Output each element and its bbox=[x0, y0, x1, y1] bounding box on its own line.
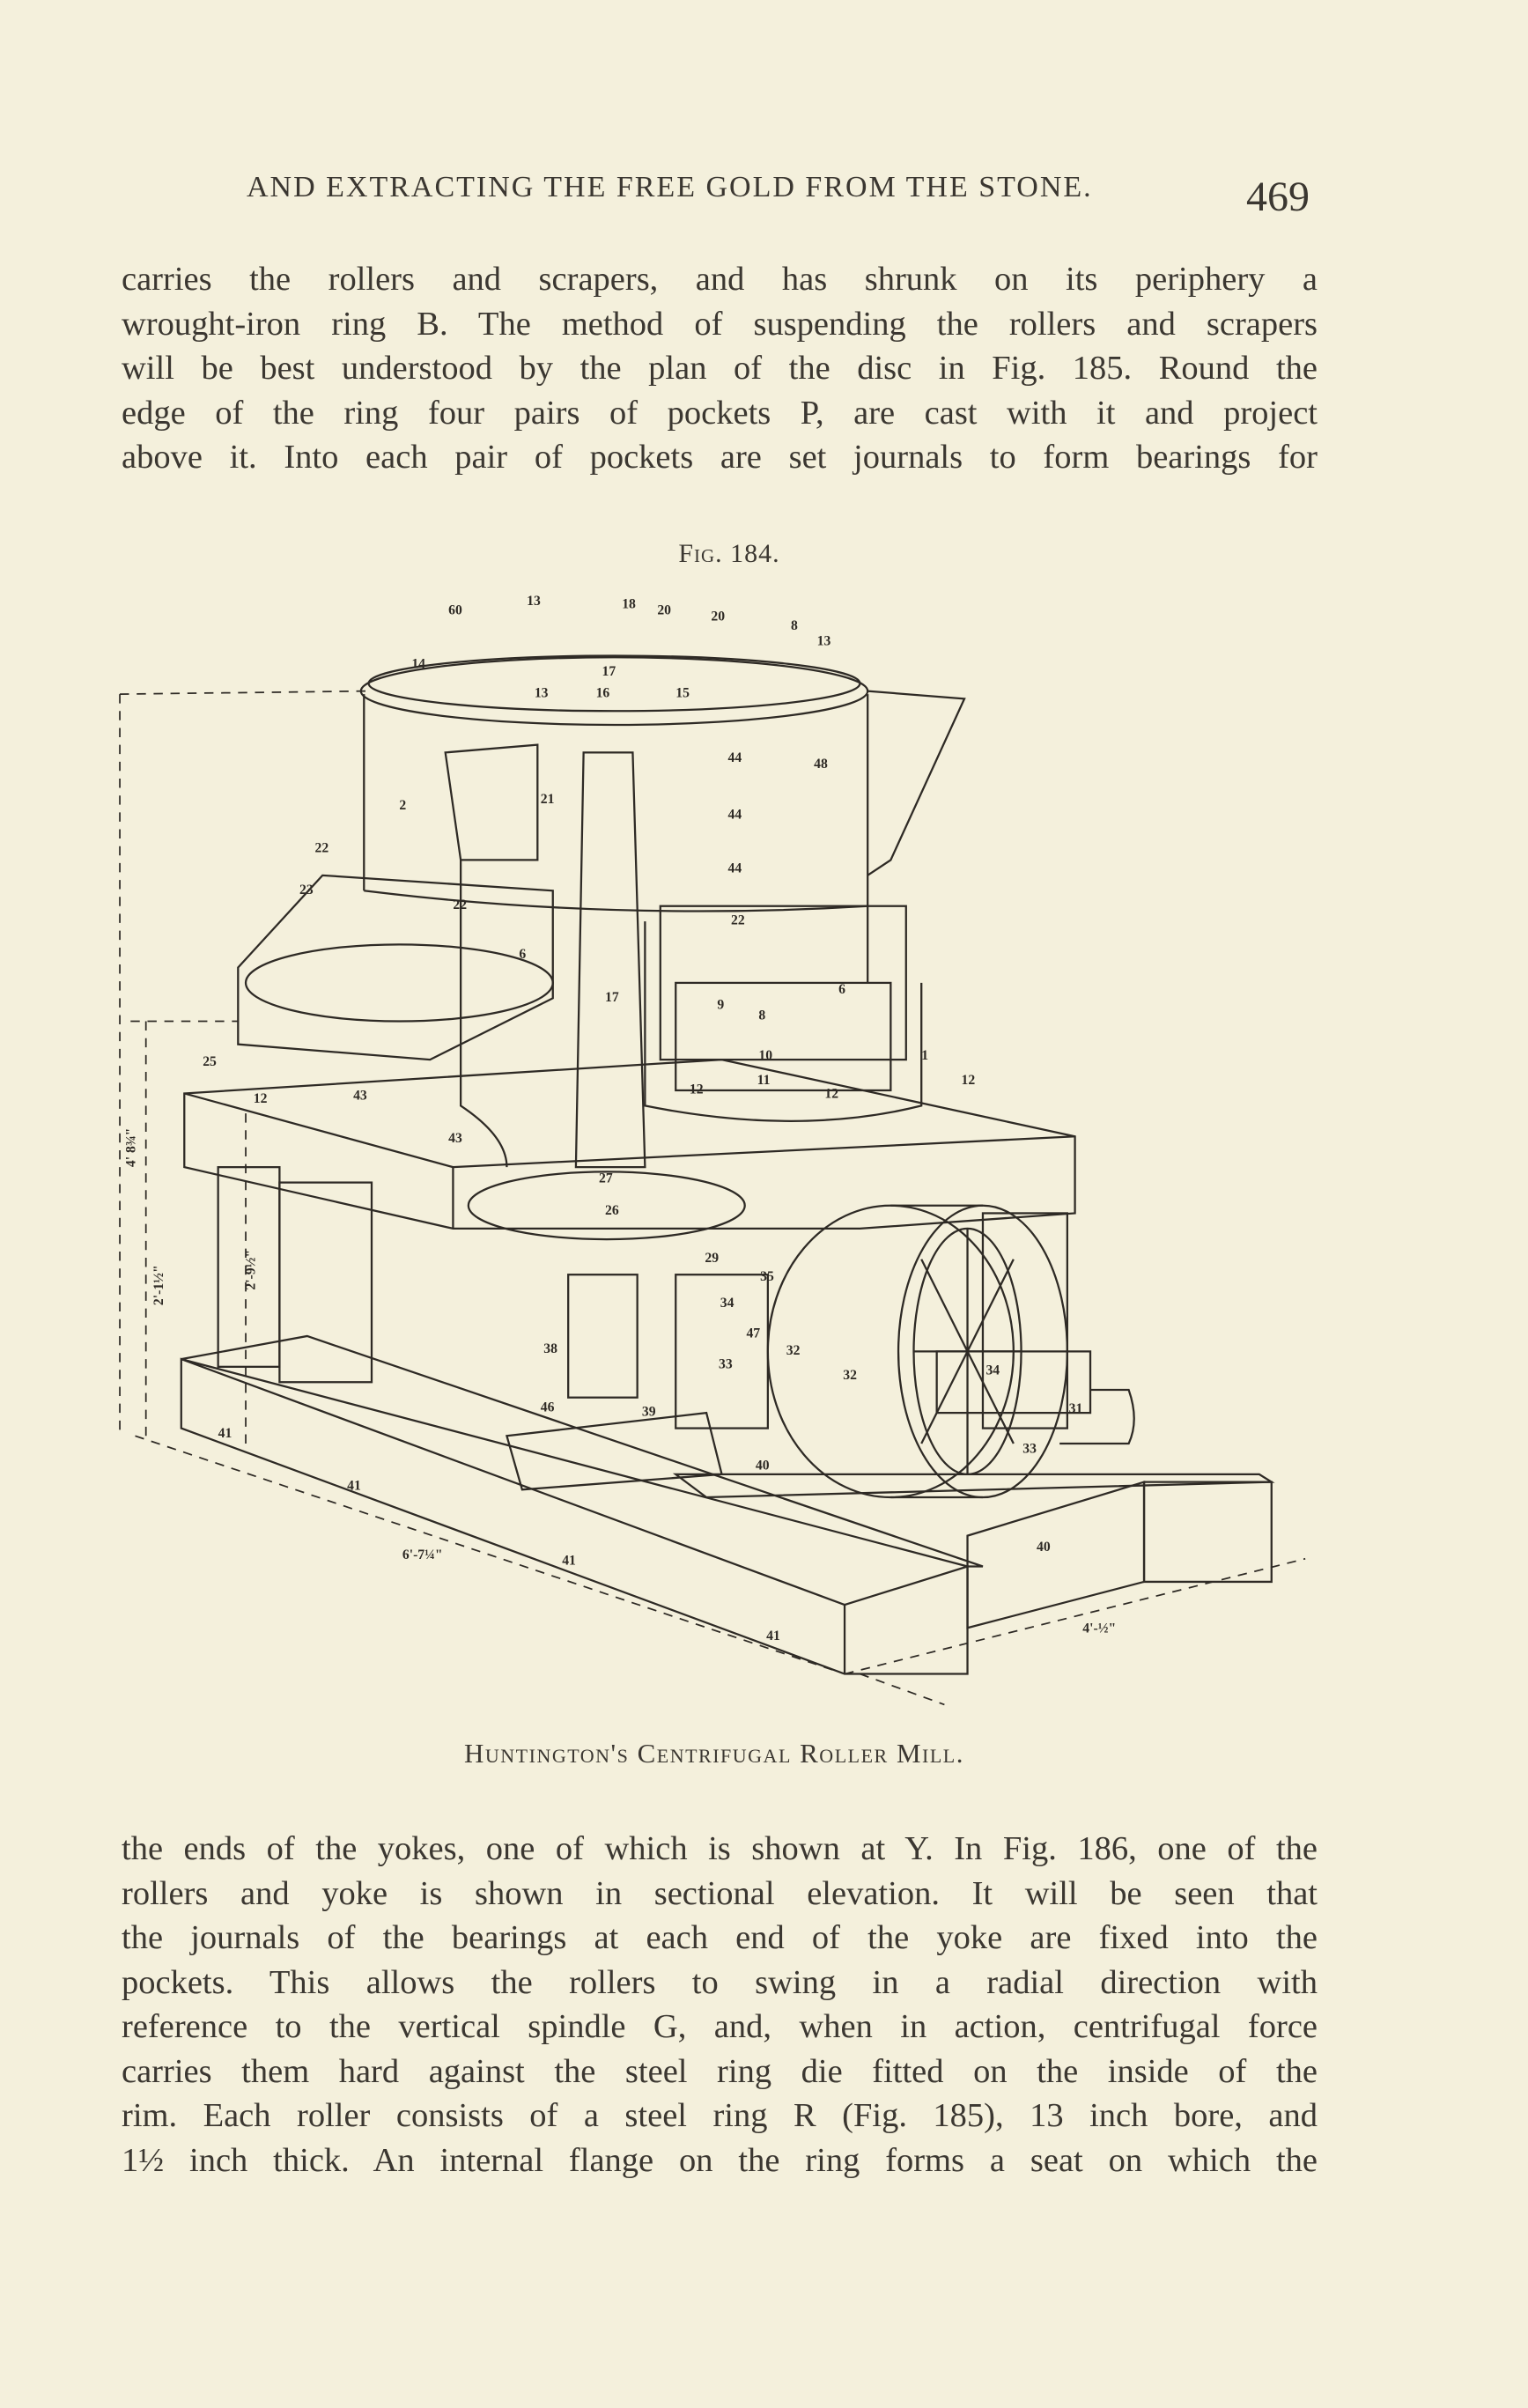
figure-callout: 18 bbox=[622, 596, 636, 611]
text-line: above it. Into each pair of pockets are … bbox=[122, 439, 1318, 476]
figure-callout: 12 bbox=[254, 1091, 268, 1106]
figure-callout: 6'-7¼" bbox=[402, 1547, 443, 1562]
figure-callout: 13 bbox=[535, 686, 549, 701]
figure-callout: 6 bbox=[519, 947, 526, 962]
base-plinth bbox=[180, 1334, 1275, 1675]
text-line: carries them hard against the steel ring… bbox=[122, 2052, 1318, 2090]
text-line: 1½ inch thick. An internal flange on the… bbox=[122, 2141, 1318, 2179]
text-line: edge of the ring four pairs of pockets P… bbox=[122, 394, 1318, 432]
figure-callout: 34 bbox=[985, 1363, 1000, 1378]
figure-caption: Huntington's Centrifugal Roller Mill. bbox=[464, 1738, 964, 1769]
text-line: will be best understood by the plan of t… bbox=[122, 350, 1318, 387]
figure-callout: 8 bbox=[791, 618, 798, 633]
figure-callout: 2 bbox=[399, 798, 406, 813]
spindle bbox=[444, 743, 646, 1169]
pulley bbox=[766, 1204, 1135, 1499]
figure-callout: 1 bbox=[921, 1048, 928, 1063]
figure-callout: 27 bbox=[599, 1171, 613, 1186]
text-line: carries the rollers and scrapers, and ha… bbox=[122, 261, 1318, 298]
figure-callout: 40 bbox=[1037, 1540, 1051, 1555]
figure-callout: 44 bbox=[728, 750, 742, 765]
figure-callout: 41 bbox=[218, 1426, 233, 1441]
text-line: rim. Each roller consists of a steel rin… bbox=[122, 2097, 1318, 2134]
figure-callout: 39 bbox=[642, 1405, 656, 1420]
figure-callout: 47 bbox=[746, 1326, 760, 1341]
text-line: pockets. This allows the rollers to swin… bbox=[122, 1963, 1318, 2001]
figure-callout: 4' 8¾" bbox=[123, 1128, 138, 1167]
text-line: wrought-iron ring B. The method of suspe… bbox=[122, 305, 1318, 343]
side-hopper bbox=[237, 874, 554, 1061]
figure-callout: 11 bbox=[757, 1073, 771, 1088]
figure-callout: 14 bbox=[411, 656, 425, 671]
running-head: AND EXTRACTING THE FREE GOLD FROM THE ST… bbox=[247, 171, 1093, 203]
figure-callout: 25 bbox=[203, 1054, 217, 1069]
figure-callout: 34 bbox=[720, 1296, 734, 1311]
figure-callout: 17 bbox=[602, 664, 616, 679]
paragraph-top: carries the rollers and scrapers, and ha… bbox=[122, 257, 1318, 480]
text-line: the journals of the bearings at each end… bbox=[122, 1919, 1318, 1956]
page-number: 469 bbox=[1246, 174, 1310, 220]
text-line: rollers and yoke is shown in sectional e… bbox=[122, 1874, 1318, 1912]
text-line: the ends of the yokes, one of which is s… bbox=[122, 1830, 1318, 1867]
figure-callout: 20 bbox=[657, 602, 671, 617]
figure-callout: 32 bbox=[843, 1368, 857, 1383]
figure-callout: 32 bbox=[786, 1343, 801, 1358]
dimension-lines bbox=[119, 690, 1306, 1706]
figure-callout: 44 bbox=[728, 807, 742, 822]
figure-callout: 43 bbox=[353, 1088, 367, 1103]
figure-callout: 46 bbox=[541, 1400, 555, 1415]
figure-callout: 41 bbox=[347, 1478, 361, 1493]
figure-callout: 17 bbox=[605, 990, 619, 1005]
gearing bbox=[467, 1171, 769, 1429]
figure-callout: 12 bbox=[962, 1073, 976, 1088]
figure-callout: 60 bbox=[448, 602, 462, 617]
figure-callout: 22 bbox=[453, 897, 467, 912]
figure-callout: 23 bbox=[299, 883, 314, 897]
figure-callout: 6 bbox=[838, 982, 845, 997]
figure-callout: 4'-½" bbox=[1082, 1621, 1116, 1636]
figure-callout: 20 bbox=[711, 609, 725, 624]
drum bbox=[359, 654, 966, 1122]
figure-callout: 48 bbox=[814, 757, 828, 772]
text-line: reference to the vertical spindle G, and… bbox=[122, 2008, 1318, 2045]
figure-callout: 33 bbox=[719, 1357, 733, 1372]
figure-callout: 9 bbox=[717, 998, 724, 1013]
figure-callout: 2'-9½" bbox=[243, 1250, 258, 1290]
figure-callout: 8 bbox=[758, 1008, 765, 1023]
figure-callout: 40 bbox=[756, 1459, 770, 1474]
figure-callout: 38 bbox=[543, 1341, 557, 1356]
figure-callout: 35 bbox=[760, 1269, 774, 1284]
figure-callout: 44 bbox=[728, 861, 742, 875]
figure-callout: 12 bbox=[824, 1087, 838, 1102]
figure-callout: 22 bbox=[314, 841, 328, 856]
figure-label: Fig. 184. bbox=[678, 539, 780, 568]
figure-callout: 41 bbox=[766, 1629, 780, 1643]
figure-callout: 29 bbox=[705, 1251, 719, 1266]
figure-callout: 43 bbox=[448, 1131, 462, 1146]
figure-callout: 13 bbox=[817, 633, 831, 648]
figure-callout: 31 bbox=[1069, 1401, 1083, 1416]
figure-callout: 22 bbox=[731, 913, 745, 928]
figure-callout: 26 bbox=[605, 1203, 619, 1218]
figure-callout: 16 bbox=[596, 686, 610, 701]
figure-callout: 12 bbox=[690, 1082, 704, 1097]
figure-callout: 21 bbox=[541, 792, 555, 807]
paragraph-bottom: the ends of the yokes, one of which is s… bbox=[122, 1827, 1318, 2183]
figure-callout: 10 bbox=[758, 1048, 772, 1063]
figure-callout: 13 bbox=[527, 594, 541, 609]
figure-callout: 2'-1½" bbox=[151, 1265, 166, 1305]
figure-callout: 15 bbox=[675, 686, 690, 701]
figure-callout: 33 bbox=[1022, 1441, 1037, 1456]
figure-callout: 41 bbox=[562, 1554, 576, 1569]
